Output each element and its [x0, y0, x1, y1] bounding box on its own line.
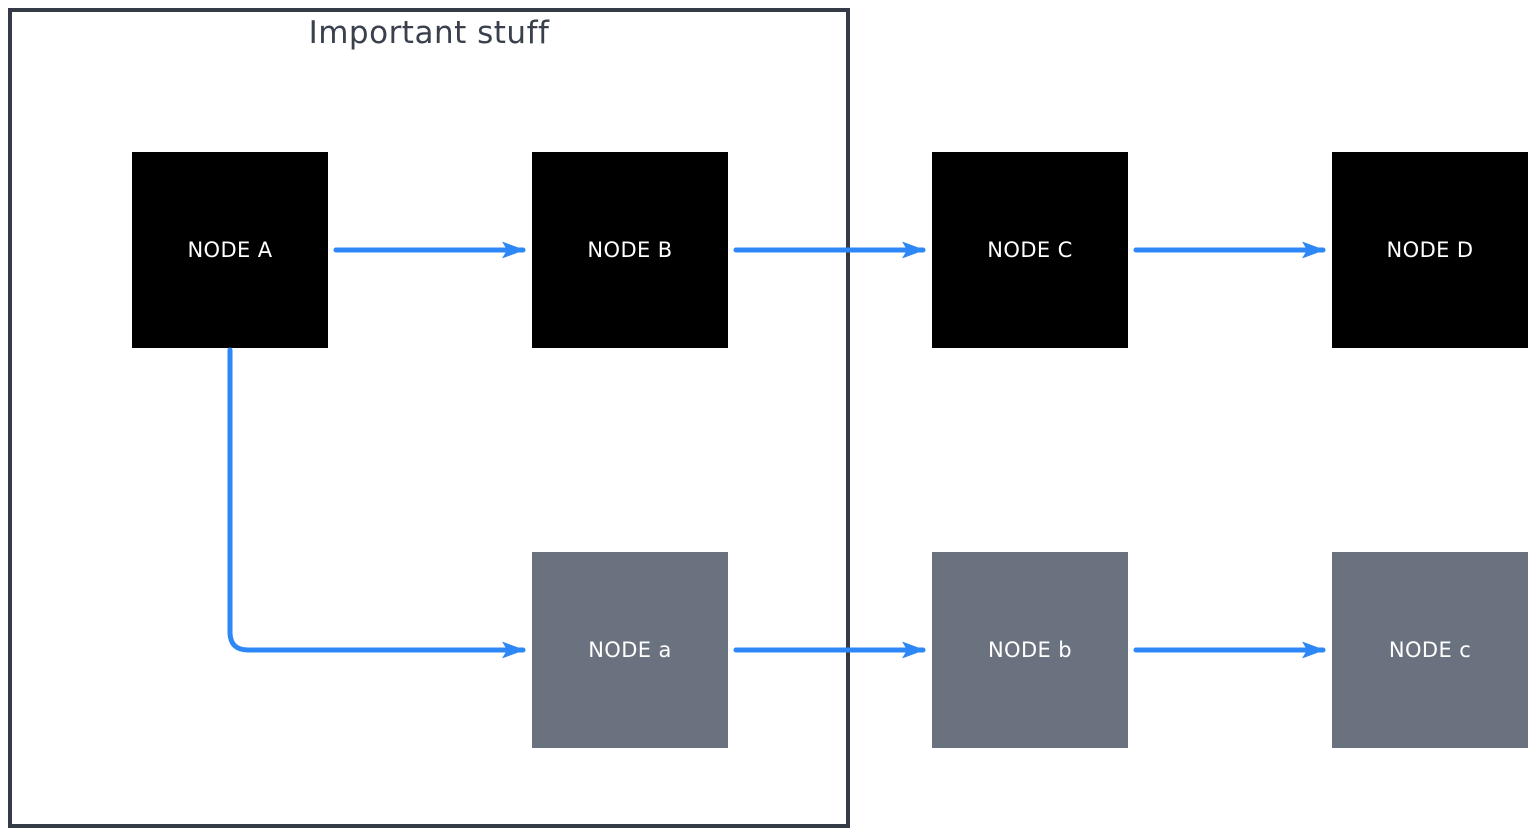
node-C: NODE C [932, 152, 1128, 348]
node-C-label: NODE C [987, 238, 1073, 262]
node-c-label: NODE c [1388, 638, 1472, 662]
node-A-label: NODE A [187, 238, 273, 262]
group-box-important-stuff [8, 8, 850, 828]
node-B-label: NODE B [587, 238, 673, 262]
node-b-label: NODE b [987, 638, 1073, 662]
node-a: NODE a [532, 552, 728, 748]
node-D-label: NODE D [1386, 238, 1474, 262]
group-title: Important stuff [308, 15, 550, 51]
node-D: NODE D [1332, 152, 1528, 348]
node-B: NODE B [532, 152, 728, 348]
node-b: NODE b [932, 552, 1128, 748]
node-c: NODE c [1332, 552, 1528, 748]
node-a-label: NODE a [588, 638, 672, 662]
node-A: NODE A [132, 152, 328, 348]
